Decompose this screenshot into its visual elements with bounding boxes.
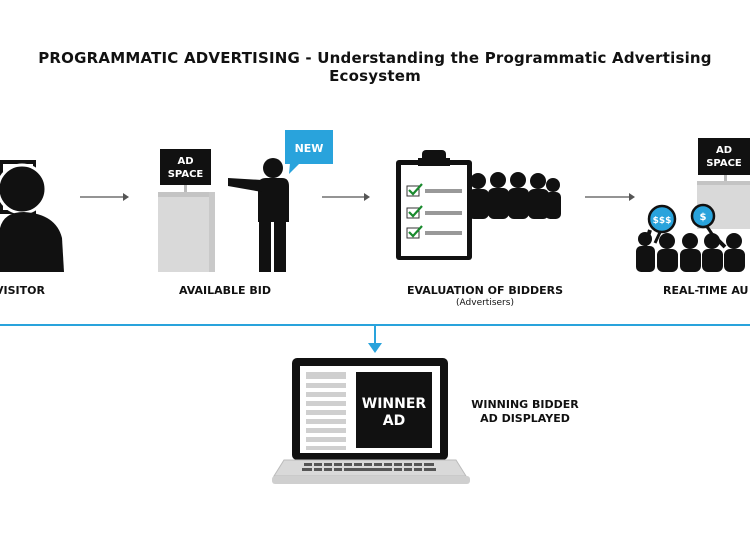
available-bid-illustration: AD SPACE NEW [158,130,333,272]
ad-space-sign [160,149,211,185]
stage-label-available-bid: AVAILABLE BID [178,284,271,297]
svg-text:$: $ [700,212,707,223]
svg-text:AD: AD [177,156,193,167]
svg-text:SPACE: SPACE [706,158,742,169]
stage-sublabel-evaluation: (Advertisers) [456,298,514,308]
new-badge [285,130,333,164]
visitor-illustration [0,160,64,272]
svg-text:SPACE: SPACE [168,169,204,180]
stage-label-visitor: VISITOR [0,284,45,297]
svg-text:AD: AD [716,145,732,156]
result-connector [0,324,750,353]
auction-illustration: AD SPACE $$$ $ [636,138,750,272]
checklist [406,183,462,239]
svg-text:WINNER: WINNER [362,396,427,412]
stage-label-evaluation: EVALUATION OF BIDDERS [407,284,563,297]
svg-text:AD: AD [383,413,405,429]
winning-caption-line-1: WINNING BIDDER [471,398,579,411]
laptop-illustration: WINNER AD [272,358,470,484]
winning-bidder-caption: WINNING BIDDER AD DISPLAYED [460,398,590,426]
flow-arrow-1 [80,193,129,201]
svg-text:NEW: NEW [295,142,324,155]
winning-caption-line-2: AD DISPLAYED [480,412,570,425]
winner-ad-block [356,372,432,448]
stage-label-real-time-auction: REAL-TIME AU [663,284,749,297]
evaluation-illustration [396,150,561,260]
svg-text:$$$: $$$ [653,216,672,226]
flow-arrow-3 [585,193,635,201]
auction-ad-space-sign [698,138,750,175]
page-title: PROGRAMMATIC ADVERTISING - Understanding… [38,49,712,85]
flow-arrow-2 [322,193,370,201]
